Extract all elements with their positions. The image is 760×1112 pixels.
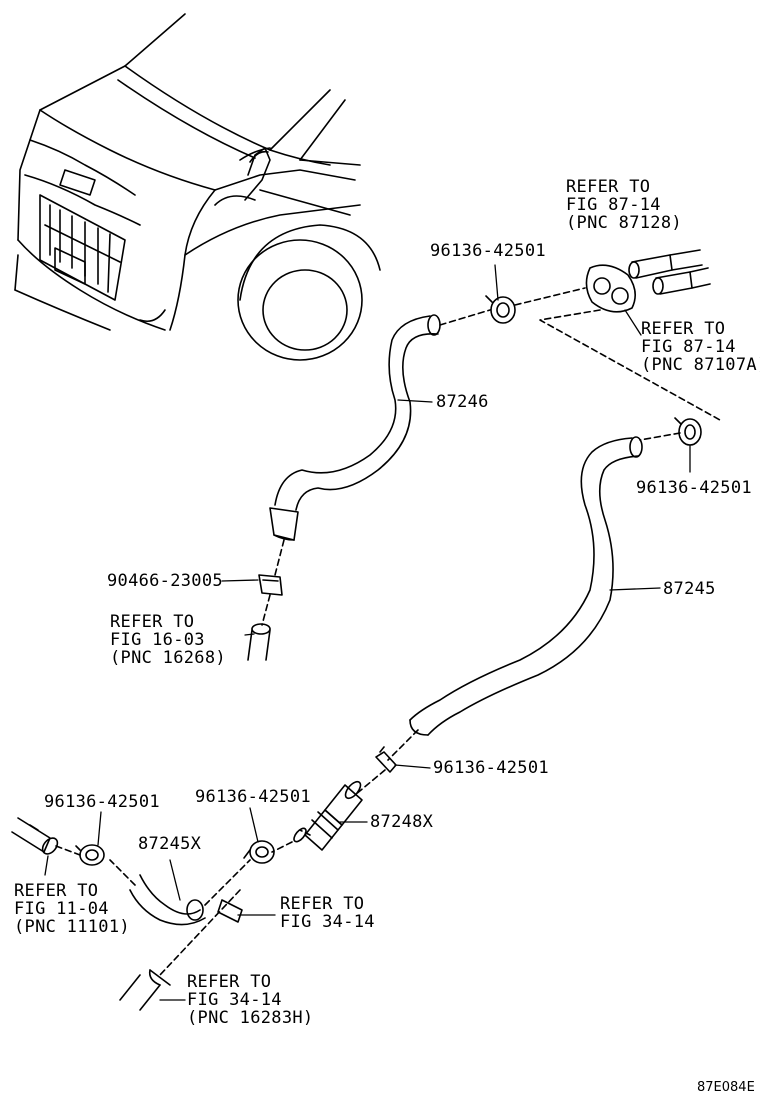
part-number-clamp-top: 96136-42501 xyxy=(430,241,546,261)
part-number-valve-87248x: 87248X xyxy=(370,812,434,832)
pnc-line: (PNC 87107A) xyxy=(641,355,760,375)
connector-dashed-line xyxy=(261,594,271,626)
pipe-16268 xyxy=(247,623,271,661)
pnc-line: (PNC 87128) xyxy=(566,213,682,233)
refer-line: REFER TO xyxy=(566,177,651,197)
clip-90466 xyxy=(258,574,283,596)
part-number-hose-87246: 87246 xyxy=(436,392,489,412)
fig-line: FIG 87-14 xyxy=(641,337,736,357)
pnc-line: (PNC 16268) xyxy=(110,648,226,668)
connector-dashed-line xyxy=(55,845,81,856)
clamp-top xyxy=(485,295,516,324)
connector-dashed-line xyxy=(639,432,681,441)
pipe-11101 xyxy=(11,817,59,855)
hose-87246 xyxy=(269,314,441,541)
part-number-clamp-center: 96136-42501 xyxy=(195,787,311,807)
part-number-clamp-left: 96136-42501 xyxy=(44,792,160,812)
diagram-code: 87E084E xyxy=(697,1080,755,1095)
connector-dashed-line xyxy=(387,729,419,761)
pnc-line: (PNC 11101) xyxy=(14,917,130,937)
connector-dashed-line xyxy=(271,841,293,853)
callout-refer-87107a: REFER TO FIG 87-14 (PNC 87107A) xyxy=(641,320,760,374)
connector-dashed-line xyxy=(514,287,586,306)
refer-line: REFER TO xyxy=(641,319,726,339)
vehicle-front-illustration xyxy=(14,13,381,361)
fig-line: FIG 16-03 xyxy=(110,630,205,650)
part-number-hose-87245x: 87245X xyxy=(138,834,202,854)
clamp-right xyxy=(674,417,702,446)
callout-refer-16268: REFER TO FIG 16-03 (PNC 16268) xyxy=(110,613,226,667)
joint-pipe xyxy=(293,827,307,843)
connector-dashed-line xyxy=(439,309,491,326)
clip-34-14 xyxy=(217,899,243,923)
fig-line: FIG 34-14 xyxy=(280,912,375,932)
valve-87248x xyxy=(304,780,363,851)
pipe-16283h xyxy=(119,969,171,1011)
pnc-line: (PNC 16283H) xyxy=(187,1008,314,1028)
connector-dashed-line xyxy=(109,859,136,886)
callout-refer-16283h: REFER TO FIG 34-14 (PNC 16283H) xyxy=(187,973,313,1027)
connector-dashed-line xyxy=(204,859,251,906)
hose-87245x xyxy=(129,874,206,926)
grommet-87128 xyxy=(585,264,636,313)
fig-line: FIG 87-14 xyxy=(566,195,661,215)
hose-87245 xyxy=(409,436,643,736)
refer-line: REFER TO xyxy=(187,972,272,992)
tube-87107a xyxy=(628,249,711,295)
fig-line: FIG 34-14 xyxy=(187,990,282,1010)
part-number-clamp-right: 96136-42501 xyxy=(636,478,752,498)
refer-line: REFER TO xyxy=(280,894,365,914)
connector-dashed-line xyxy=(539,309,721,421)
callout-refer-11101: REFER TO FIG 11-04 (PNC 11101) xyxy=(14,882,130,936)
connector-dashed-line xyxy=(159,889,241,976)
clamp-center xyxy=(243,840,275,864)
leader-lines xyxy=(44,264,691,1001)
fig-line: FIG 11-04 xyxy=(14,899,109,919)
refer-line: REFER TO xyxy=(14,881,99,901)
clamp-mid-right xyxy=(375,746,397,773)
callout-refer-34-14: REFER TO FIG 34-14 xyxy=(280,895,375,931)
part-number-clip-90466: 90466-23005 xyxy=(107,571,223,591)
connector-dashed-line xyxy=(354,769,386,796)
connector-dashed-line xyxy=(274,539,285,576)
part-number-hose-87245: 87245 xyxy=(663,579,716,599)
part-number-clamp-mid-right: 96136-42501 xyxy=(433,758,549,778)
callout-refer-87128: REFER TO FIG 87-14 (PNC 87128) xyxy=(566,178,682,232)
refer-line: REFER TO xyxy=(110,612,195,632)
